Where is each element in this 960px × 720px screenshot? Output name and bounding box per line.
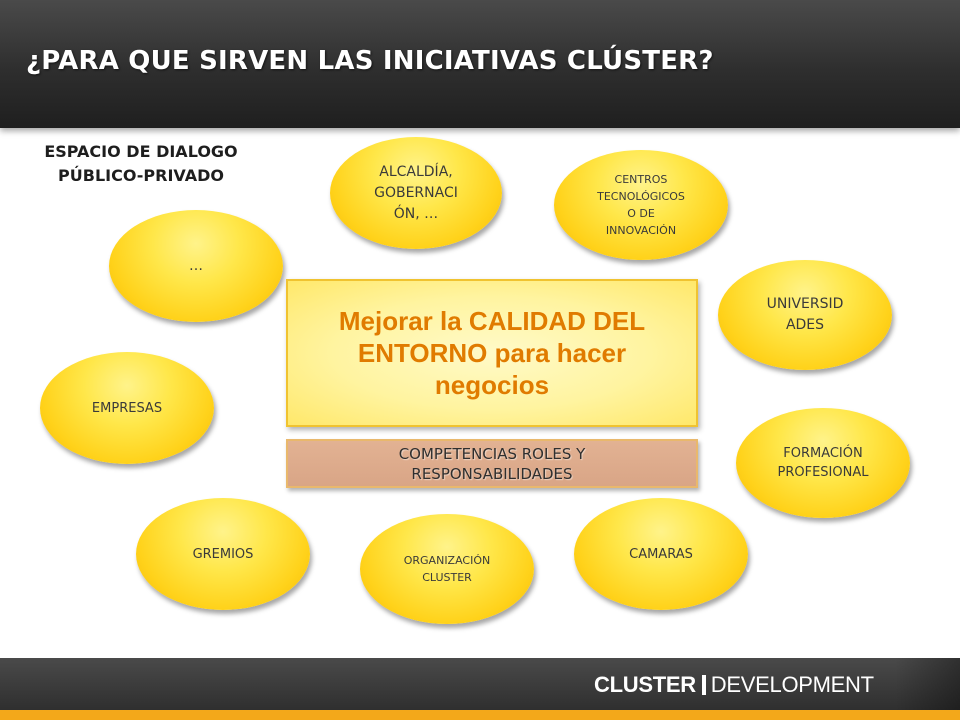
bubble-organizacion-line-2: CLUSTER [422, 571, 472, 584]
bubble-centros-line-2: TECNOLÓGICOS [597, 190, 685, 203]
bubble-alcaldia-text: ALCALDÍA, GOBERNACI ÓN, … [374, 162, 458, 225]
logo-text-cluster: CLUSTER [594, 672, 696, 697]
footer-bar [0, 658, 960, 710]
competencias-text: COMPETENCIAS ROLES Y RESPONSABILIDADES [399, 444, 586, 484]
competencias-box: COMPETENCIAS ROLES Y RESPONSABILIDADES [286, 439, 698, 488]
competencias-line-2: RESPONSABILIDADES [411, 464, 573, 483]
dialogue-space-line-2: PÚBLICO-PRIVADO [58, 166, 224, 185]
bubble-centros-line-3: O DE [627, 207, 655, 220]
bubble-universidades-line-2: ADES [785, 317, 825, 333]
bubble-organizacion-line-1: ORGANIZACIÓN [403, 554, 491, 567]
bubble-camaras-text: CAMARAS [629, 546, 693, 562]
footer-accent-stripe [0, 710, 960, 720]
bubble-centros-tecnologicos: CENTROS TECNOLÓGICOS O DE INNOVACIÓN [554, 150, 728, 260]
bubble-alcaldia-line-3: ÓN, … [393, 205, 439, 222]
bubble-gremios: GREMIOS [136, 498, 310, 610]
bubble-empresas: EMPRESAS [40, 352, 214, 464]
bubble-organizacion-text: ORGANIZACIÓN CLUSTER [404, 552, 491, 586]
bubble-formacion-line-1: FORMACIÓN [783, 446, 863, 461]
central-goal-text: Mejorar la CALIDAD DEL ENTORNO para hace… [308, 305, 676, 401]
cluster-development-logo: CLUSTER DEVELOPMENT [594, 672, 874, 698]
bubble-ellipsis: … [109, 210, 283, 322]
central-goal-part-1: Mejorar la [338, 306, 469, 336]
title-bar: ¿PARA QUE SIRVEN LAS INICIATIVAS CLÚSTER… [0, 0, 960, 128]
bubble-centros-line-4: INNOVACIÓN [605, 224, 677, 237]
bubble-empresas-text: EMPRESAS [91, 400, 163, 416]
bubble-universidades: UNIVERSID ADES [718, 260, 892, 370]
bubble-formacion-line-2: PROFESIONAL [777, 465, 869, 480]
bubble-alcaldia: ALCALDÍA, GOBERNACI ÓN, … [330, 137, 502, 249]
dialogue-space-label: ESPACIO DE DIALOGO PÚBLICO-PRIVADO [30, 140, 252, 188]
bubble-universidades-text: UNIVERSID ADES [767, 294, 844, 336]
footer-shade [895, 658, 960, 710]
logo-text-development: DEVELOPMENT [710, 672, 874, 697]
slide-title: ¿PARA QUE SIRVEN LAS INICIATIVAS CLÚSTER… [26, 46, 714, 76]
bubble-universidades-line-1: UNIVERSID [766, 296, 844, 312]
bubble-camaras: CAMARAS [574, 498, 748, 610]
central-goal-part-2: CALIDAD DEL ENTORNO [357, 306, 646, 368]
bubble-ellipsis-text: … [189, 257, 203, 274]
central-goal-box: Mejorar la CALIDAD DEL ENTORNO para hace… [286, 279, 698, 427]
bubble-formacion-profesional: FORMACIÓN PROFESIONAL [736, 408, 910, 518]
bubble-gremios-text: GREMIOS [192, 546, 254, 562]
logo-divider [701, 675, 706, 695]
competencias-line-1: COMPETENCIAS ROLES Y [398, 444, 586, 463]
bubble-formacion-text: FORMACIÓN PROFESIONAL [778, 444, 869, 482]
bubble-centros-text: CENTROS TECNOLÓGICOS O DE INNOVACIÓN [597, 171, 685, 239]
bubble-alcaldia-line-1: ALCALDÍA, [379, 163, 453, 180]
dialogue-space-line-1: ESPACIO DE DIALOGO [44, 142, 238, 161]
central-goal-part-3: para hacer negocios [434, 338, 627, 400]
bubble-centros-line-1: CENTROS [614, 173, 668, 186]
bubble-organizacion-cluster: ORGANIZACIÓN CLUSTER [360, 514, 534, 624]
bubble-alcaldia-line-2: GOBERNACI [374, 184, 458, 201]
